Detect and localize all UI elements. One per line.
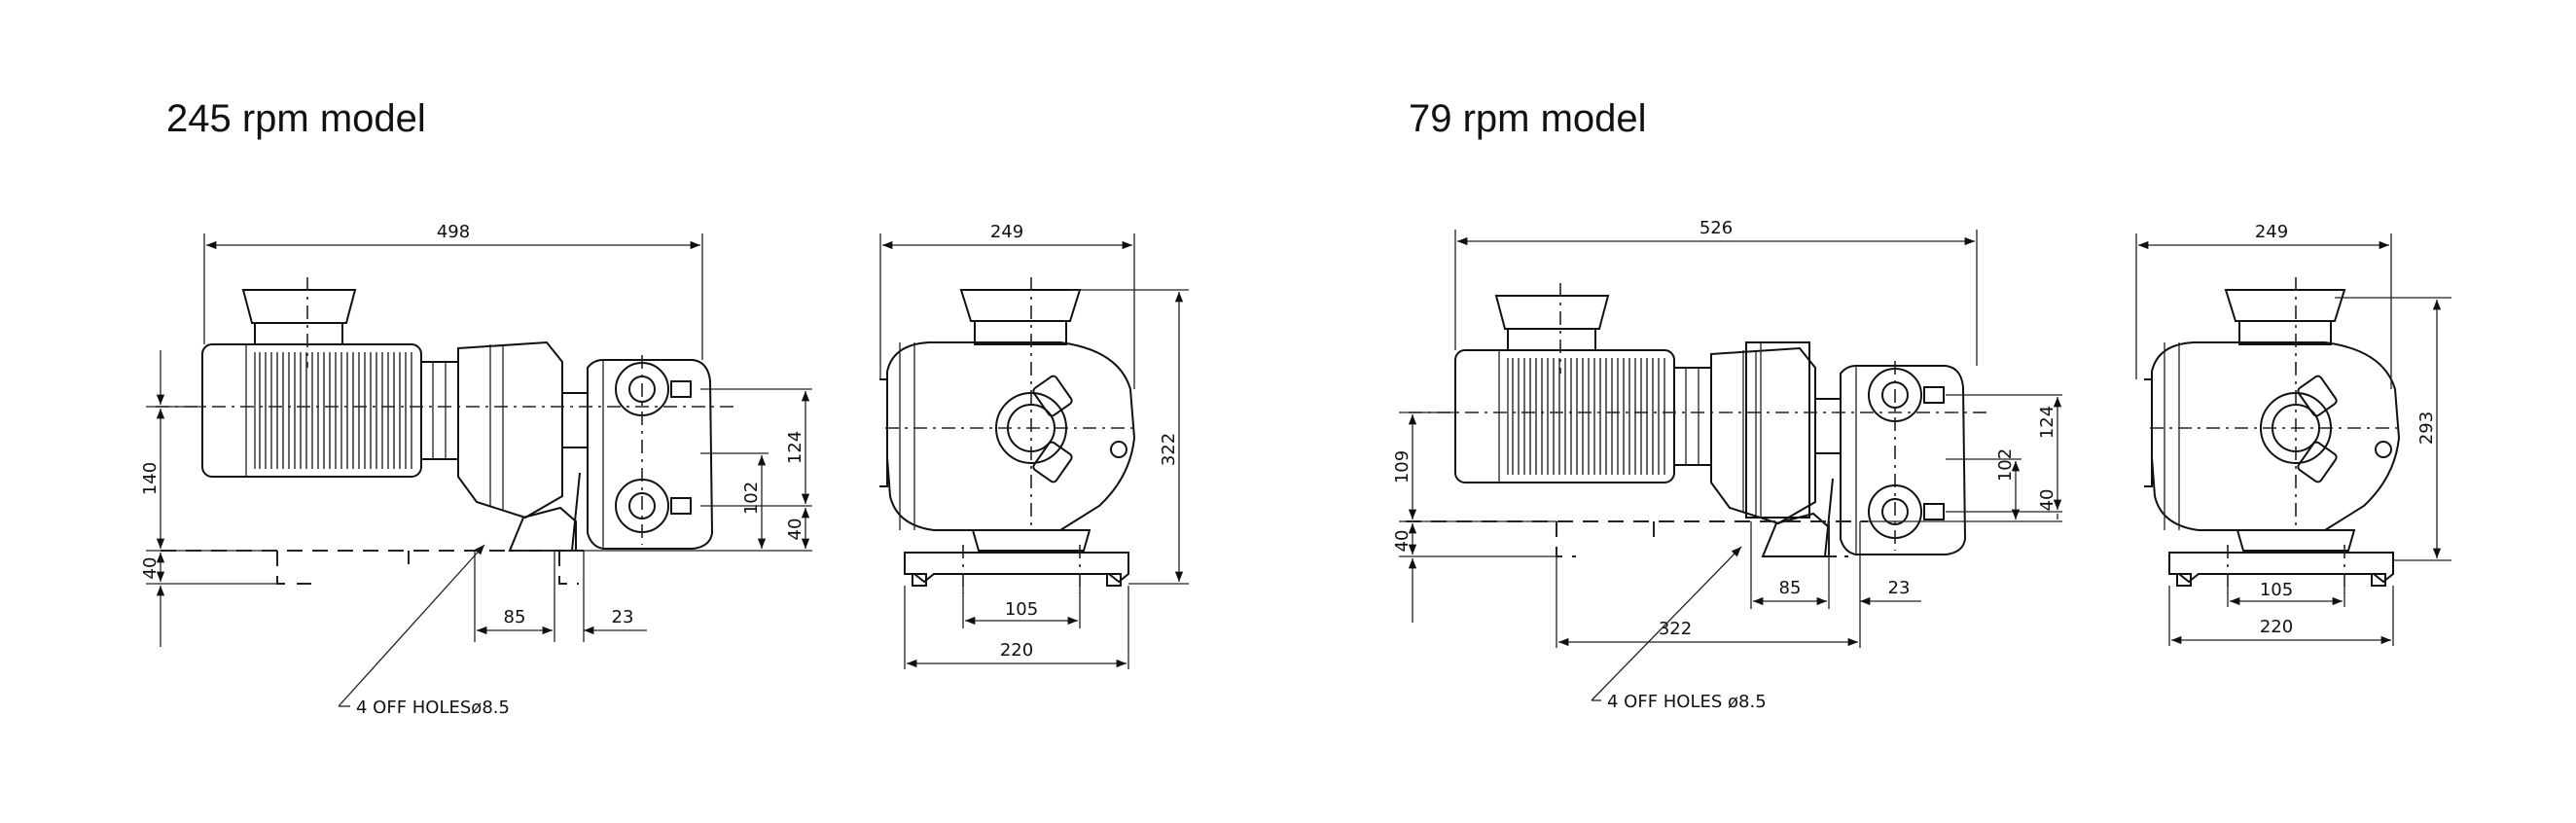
- dim-102: 102: [741, 482, 762, 515]
- left-end-view: 249 322 105 220: [878, 222, 1189, 669]
- right-end-view: 249 293 105 220: [2135, 222, 2451, 646]
- title-79-rpm: 79 rpm model: [1409, 97, 1647, 140]
- dim-foot-centres-105-r: 105: [2260, 580, 2293, 600]
- dim-124-r: 124: [2037, 406, 2057, 439]
- dim-124: 124: [785, 431, 805, 464]
- dim-length-498: 498: [437, 222, 470, 242]
- dim-height-293: 293: [2416, 412, 2437, 445]
- dim-width-249-r: 249: [2255, 222, 2288, 242]
- holes-note-r: 4 OFF HOLES ø8.5: [1607, 692, 1767, 712]
- dim-foot-centres-105: 105: [1005, 599, 1038, 620]
- dim-base-40-r: 40: [1392, 530, 1413, 553]
- dim-shaft-height-109: 109: [1392, 450, 1413, 483]
- dim-foot-width-220: 220: [1000, 640, 1033, 661]
- dim-foot-width-220-r: 220: [2260, 617, 2293, 637]
- dim-40-right-r: 40: [2037, 489, 2057, 512]
- holes-note: 4 OFF HOLESø8.5: [356, 698, 510, 718]
- right-side-view: 526 109 40 85 23 322 124 102 40: [1392, 218, 2062, 712]
- dim-height-322: 322: [1159, 433, 1179, 466]
- dim-23-r: 23: [1888, 578, 1911, 598]
- dim-base-40: 40: [140, 557, 161, 580]
- dim-40-right: 40: [785, 519, 805, 541]
- left-side-view: 498 140 40 85 23 124 102 40 4 OFF HOLESø…: [140, 222, 812, 718]
- dim-shaft-height-140: 140: [140, 462, 161, 495]
- dim-base-length-322: 322: [1659, 619, 1692, 639]
- dim-85-r: 85: [1779, 578, 1802, 598]
- title-245-rpm: 245 rpm model: [166, 97, 426, 140]
- dim-length-526: 526: [1699, 218, 1733, 238]
- dim-85: 85: [504, 607, 526, 627]
- dim-width-249: 249: [990, 222, 1023, 242]
- dim-23: 23: [612, 607, 634, 627]
- dim-102-r: 102: [1995, 448, 2016, 482]
